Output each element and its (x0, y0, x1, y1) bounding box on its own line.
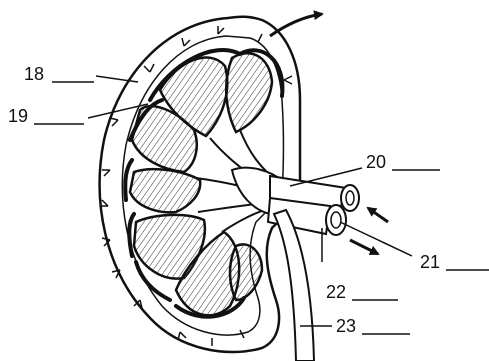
label-18: 18 (24, 64, 44, 84)
label-23: 23 (336, 316, 356, 336)
label-20: 20 (366, 152, 386, 172)
label-21: 21 (420, 252, 440, 272)
ureter (274, 210, 314, 361)
label-19: 19 (8, 106, 28, 126)
label-22: 22 (326, 282, 346, 302)
